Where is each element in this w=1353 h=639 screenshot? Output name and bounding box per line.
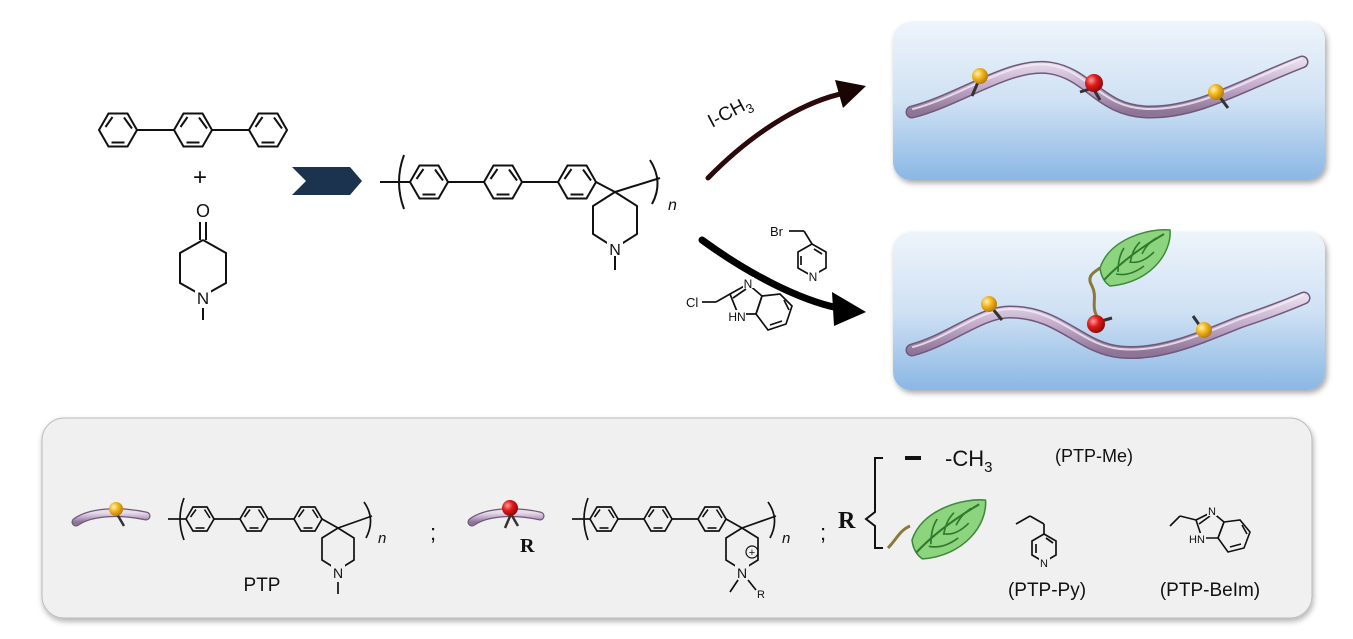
oxygen-label: O [196, 201, 210, 221]
legend-quat-n: n [782, 530, 790, 547]
methyl-iodide-reagent: I-CH3 [704, 92, 756, 135]
terphenyl-structure [98, 112, 288, 148]
legend-red-bead-icon [467, 500, 545, 529]
legend-ptp-label: PTP [244, 575, 281, 596]
legend-quat-r: R [757, 589, 765, 601]
repeat-unit-n: n [668, 197, 677, 214]
legend-beim-hn: HN [1189, 534, 1205, 546]
nitrogen-label: N [197, 289, 209, 308]
polymerization-arrow [292, 167, 362, 195]
ptp-polymer-structure [380, 154, 661, 270]
legend-ptp-n: n [378, 530, 386, 547]
ptp-me-panel [893, 22, 1325, 180]
legend-methyl-text: -CH3 [945, 446, 992, 476]
legend-yellow-bead-icon [71, 502, 151, 527]
legend-py-nitrogen: N [1040, 558, 1048, 570]
legend-ptp-me-label: (PTP-Me) [1055, 446, 1133, 466]
legend-ptp-py-label: (PTP-Py) [1008, 580, 1086, 601]
legend-plus-charge: + [749, 547, 755, 559]
bromomethylpyridine-structure [789, 230, 827, 277]
upper-arrow [705, 80, 866, 181]
legend-box [41, 417, 1313, 619]
legend-ptp-nitrogen: N [333, 565, 343, 581]
pyridine-n-label: N [809, 270, 818, 284]
legend-leaf-icon [886, 498, 987, 560]
legend-methyl-dash [905, 456, 921, 460]
plus-sign: + [193, 164, 207, 191]
chlorine-label: Cl [686, 295, 698, 310]
legend-separator-2: ; [820, 520, 826, 545]
ptp-py-beim-panel [893, 228, 1325, 390]
legend-separator-1: ; [430, 520, 436, 545]
legend-ptp-beim-label: (PTP-BeIm) [1160, 580, 1260, 601]
benzimidazole-n-label: N [744, 277, 753, 291]
legend-beim-nitrogen: N [1208, 506, 1216, 518]
lower-arrow [698, 236, 866, 326]
ptp-nitrogen-label: N [609, 242, 621, 259]
legend-quat-nitrogen: N [737, 565, 747, 581]
bromine-label: Br [770, 224, 784, 239]
benzimidazole-hn-label: HN [728, 310, 745, 324]
legend-r-group-symbol: R [838, 508, 856, 534]
legend-r-bracket [864, 457, 883, 549]
legend-r-on-bead: R [520, 535, 535, 557]
